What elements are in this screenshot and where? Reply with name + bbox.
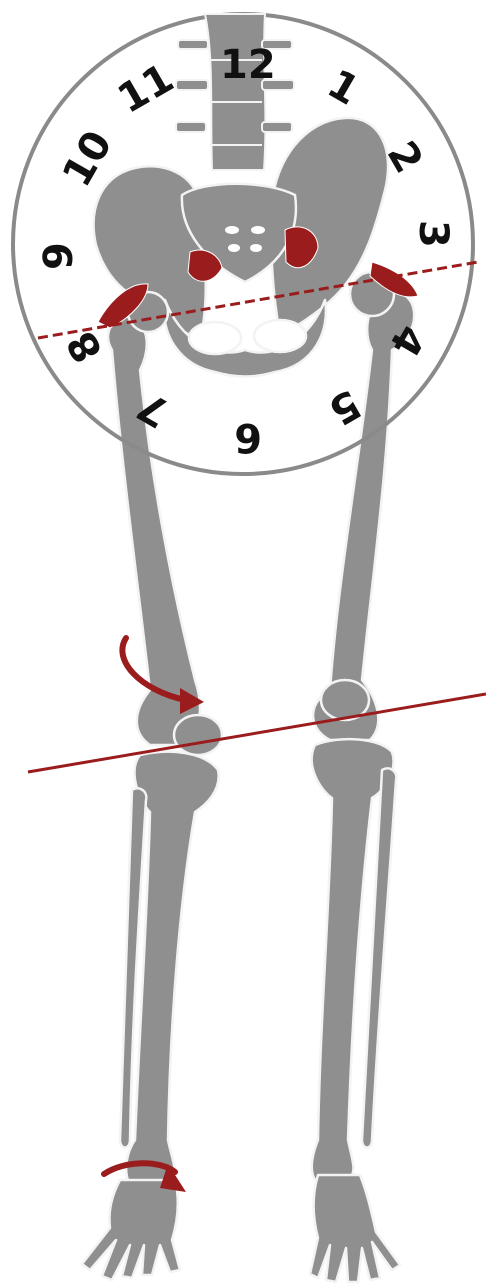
clock-number-5: 5	[321, 380, 368, 434]
left-femur	[108, 317, 200, 745]
clock-number-9: 9	[36, 242, 82, 270]
clock-number-6: 6	[234, 414, 262, 460]
clock-number-1: 1	[320, 61, 367, 115]
left-obturator	[189, 322, 241, 354]
clock-number-11: 11	[110, 55, 181, 123]
spine	[176, 14, 294, 170]
right-obturator	[254, 320, 306, 352]
knee-axis-line	[28, 694, 486, 772]
left-patella	[174, 715, 222, 755]
right-femur	[313, 292, 414, 740]
clock-number-12: 12	[220, 42, 276, 88]
right-foot	[310, 1175, 400, 1282]
left-foot	[82, 1180, 180, 1280]
clock-number-3: 3	[410, 220, 456, 248]
